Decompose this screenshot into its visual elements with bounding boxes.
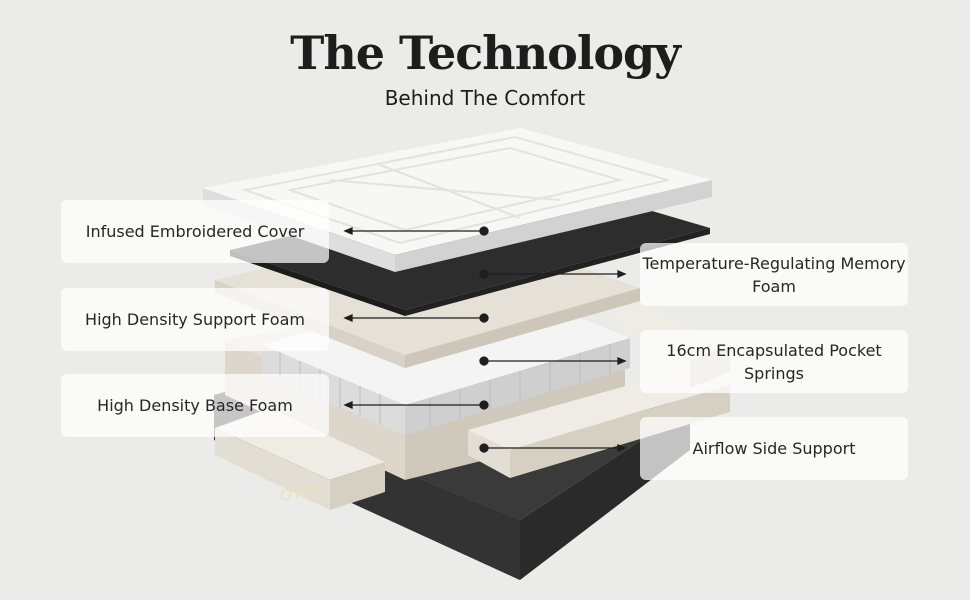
label-side-support: Airflow Side Support: [640, 417, 908, 480]
pointer-cover: [343, 226, 489, 236]
label-base-foam: High Density Base Foam: [61, 374, 329, 437]
label-memory-foam: Temperature-Regulating Memory Foam: [640, 243, 908, 306]
pointer-springs: [479, 356, 627, 366]
pointer-memory-foam: [479, 269, 627, 279]
pointer-support-foam: [343, 313, 489, 323]
pointer-base-foam: [343, 400, 489, 410]
pointer-side-support: [479, 443, 627, 453]
page-subtitle: Behind The Comfort: [384, 86, 586, 110]
label-cover: Infused Embroidered Cover: [61, 200, 329, 263]
label-springs: 16cm Encapsulated Pocket Springs: [640, 330, 908, 393]
label-support-foam: High Density Support Foam: [61, 288, 329, 351]
pointer-lines: [343, 226, 627, 453]
page-title: The Technology: [290, 26, 681, 80]
